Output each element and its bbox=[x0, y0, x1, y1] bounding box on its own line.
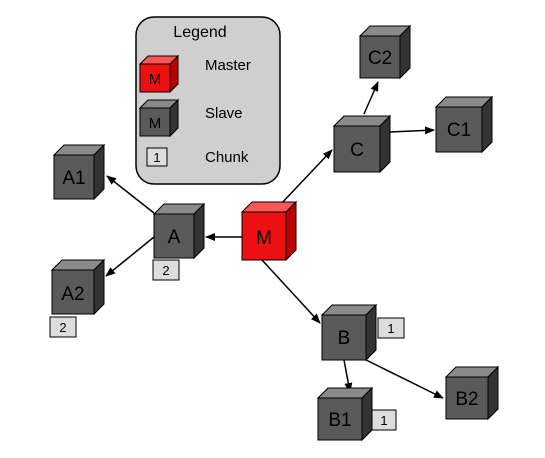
slave-node-a2: A2 bbox=[50, 258, 106, 316]
chunk-a-number: 2 bbox=[162, 263, 169, 278]
slave-node-a1-label: A1 bbox=[62, 168, 85, 189]
chunk-b1-number: 1 bbox=[380, 413, 387, 428]
legend-master-label: Master bbox=[205, 57, 251, 74]
slave-node-b2: B2 bbox=[444, 365, 500, 421]
edge-m-b bbox=[261, 259, 321, 324]
slave-node-c-label: C bbox=[350, 140, 364, 161]
legend-master-cube: M bbox=[138, 54, 180, 94]
edge-m-c bbox=[279, 149, 333, 206]
legend-title: Legend bbox=[173, 24, 226, 41]
slave-node-a-label: A bbox=[168, 227, 181, 248]
chunk-a: 2 bbox=[152, 259, 180, 281]
slave-node-b: B bbox=[320, 303, 378, 362]
edge-a-a1 bbox=[106, 175, 155, 214]
slave-node-c: C bbox=[332, 114, 392, 174]
edge-b-b2 bbox=[355, 354, 444, 399]
edge-b-b1 bbox=[343, 359, 353, 393]
legend-chunk-box: 1 bbox=[146, 147, 168, 167]
legend-chunk-label: Chunk bbox=[205, 149, 249, 166]
legend-chunk-number: 1 bbox=[153, 150, 160, 165]
legend: Legend M Master M Slave 1 Chunk bbox=[135, 16, 281, 185]
edges bbox=[105, 81, 444, 399]
edge-c-c1 bbox=[389, 126, 435, 135]
slave-node-b2-label: B2 bbox=[455, 389, 478, 410]
slave-node-a2-label: A2 bbox=[61, 284, 84, 305]
slave-node-b1-label: B1 bbox=[328, 410, 351, 431]
slave-node-b1: B1 bbox=[316, 386, 374, 442]
legend-slave-label: Slave bbox=[205, 105, 243, 122]
slave-node-c2: C2 bbox=[358, 24, 412, 80]
slave-node-b-label: B bbox=[338, 328, 351, 349]
edge-a-a2 bbox=[105, 236, 155, 277]
slave-node-c1: C1 bbox=[434, 95, 494, 154]
slave-node-a1: A1 bbox=[52, 143, 106, 201]
legend-slave-letter: M bbox=[149, 115, 162, 132]
chunk-b1: 1 bbox=[371, 409, 397, 431]
slave-node-a: A bbox=[152, 202, 206, 260]
chunk-b-number: 1 bbox=[387, 321, 394, 336]
edge-c-c2 bbox=[363, 81, 379, 115]
slave-node-c2-label: C2 bbox=[368, 48, 392, 69]
legend-master-letter: M bbox=[149, 71, 162, 88]
chunk-a2-number: 2 bbox=[59, 320, 66, 335]
legend-slave-cube: M bbox=[138, 98, 180, 138]
master-node-label: M bbox=[256, 228, 272, 249]
master-node: M bbox=[240, 200, 298, 262]
chunk-a2: 2 bbox=[49, 316, 77, 338]
chunk-b: 1 bbox=[377, 317, 405, 339]
slave-node-c1-label: C1 bbox=[447, 120, 471, 141]
